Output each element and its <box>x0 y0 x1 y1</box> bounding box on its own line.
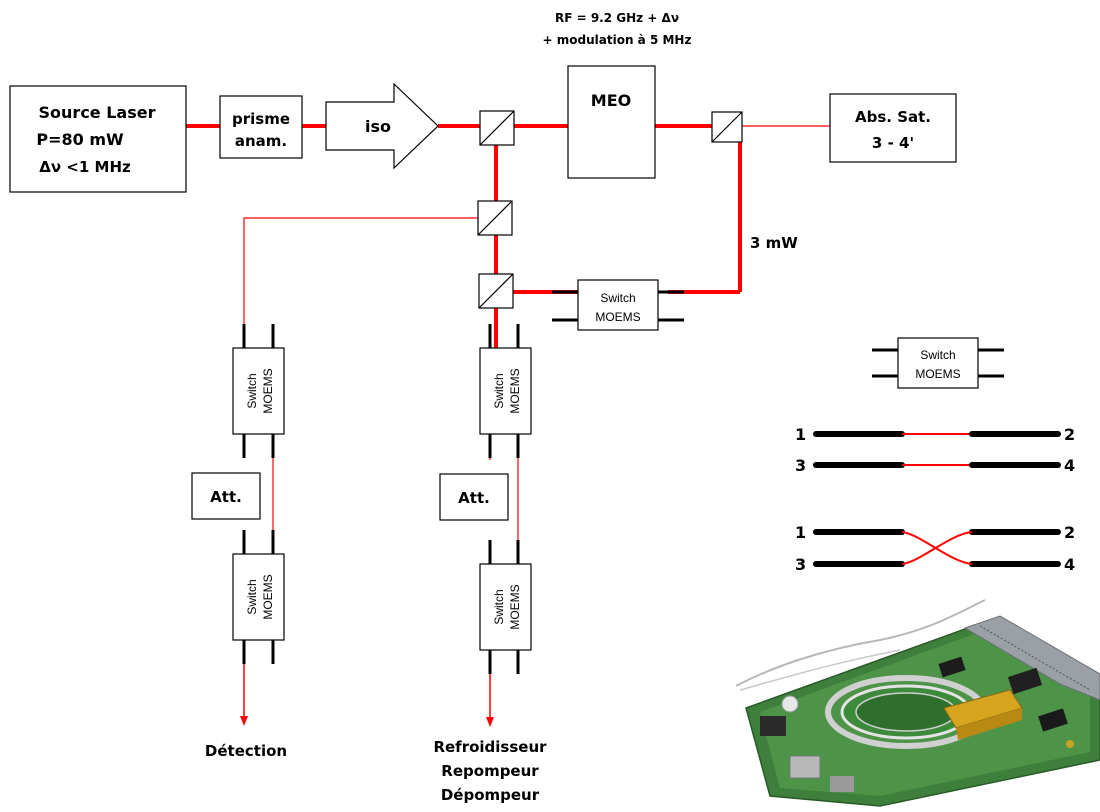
switch-center-lower-sublabel: MOEMS <box>508 584 522 629</box>
legend-switch-symbol: Switch MOEMS <box>872 338 1004 388</box>
legend-port-4-top: 4 <box>1064 456 1075 475</box>
power-3mw-label: 3 mW <box>750 234 798 252</box>
switch-left-lower-label: Switch <box>245 579 259 614</box>
attenuator-center-label: Att. <box>458 489 490 507</box>
switch-center-lower: Switch MOEMS <box>480 540 531 674</box>
legend-port-4-bottom: 4 <box>1064 555 1075 574</box>
switch-horizontal: Switch MOEMS <box>552 280 684 330</box>
prisme-label: prisme <box>232 110 290 128</box>
rf-frequency-label: RF = 9.2 GHz + Δν <box>555 11 679 25</box>
switch-center-upper: Switch MOEMS <box>480 324 531 458</box>
legend-straight-state <box>816 434 1058 465</box>
prisme-sublabel: anam. <box>235 132 287 150</box>
switch-left-lower-sublabel: MOEMS <box>261 574 275 619</box>
switch-left-lower: Switch MOEMS <box>233 530 284 664</box>
switch-left-upper-label: Switch <box>245 373 259 408</box>
beam-splitter-1 <box>480 111 514 145</box>
switch-center-upper-label: Switch <box>492 373 506 408</box>
beam-detection-path <box>244 218 496 332</box>
legend-port-1-top: 1 <box>795 425 806 444</box>
rf-modulation-label: + modulation à 5 MHz <box>543 33 692 47</box>
legend-switch-label: Switch <box>920 348 955 362</box>
legend-switch-sublabel: MOEMS <box>915 367 960 381</box>
switch-horizontal-sublabel: MOEMS <box>595 310 640 324</box>
abs-sat-transition: 3 - 4' <box>872 134 914 152</box>
legend-port-2-bottom: 2 <box>1064 523 1075 542</box>
switch-left-upper-sublabel: MOEMS <box>261 368 275 413</box>
attenuator-left-label: Att. <box>210 488 242 506</box>
meo-label: MEO <box>591 91 631 110</box>
beam-splitter-detection <box>478 201 512 235</box>
beam-splitter-abs <box>712 112 742 142</box>
legend-port-1-bottom: 1 <box>795 523 806 542</box>
isolator-label: iso <box>365 117 391 136</box>
abs-sat-label: Abs. Sat. <box>855 108 931 126</box>
legend-crossed-state <box>816 532 1058 564</box>
source-laser-power: P=80 mW <box>36 130 124 149</box>
switch-left-upper: Switch MOEMS <box>233 324 284 458</box>
output-detection-label: Détection <box>205 742 287 760</box>
switch-horizontal-label: Switch <box>600 291 635 305</box>
output-refroidisseur-label: Refroidisseur <box>433 738 547 756</box>
legend-port-3-bottom: 3 <box>795 555 806 574</box>
output-depompeur-label: Dépompeur <box>441 786 540 804</box>
legend-port-2-top: 2 <box>1064 425 1075 444</box>
meo-box <box>568 66 655 178</box>
beam-splitter-3mw <box>479 274 513 308</box>
switch-center-lower-label: Switch <box>492 589 506 624</box>
output-repompeur-label: Repompeur <box>441 762 539 780</box>
switch-center-upper-sublabel: MOEMS <box>508 368 522 413</box>
legend-port-3-top: 3 <box>795 456 806 475</box>
source-laser-linewidth: Δν <1 MHz <box>39 158 131 176</box>
source-laser-title: Source Laser <box>39 103 156 122</box>
switch-board-photo <box>736 600 1100 806</box>
